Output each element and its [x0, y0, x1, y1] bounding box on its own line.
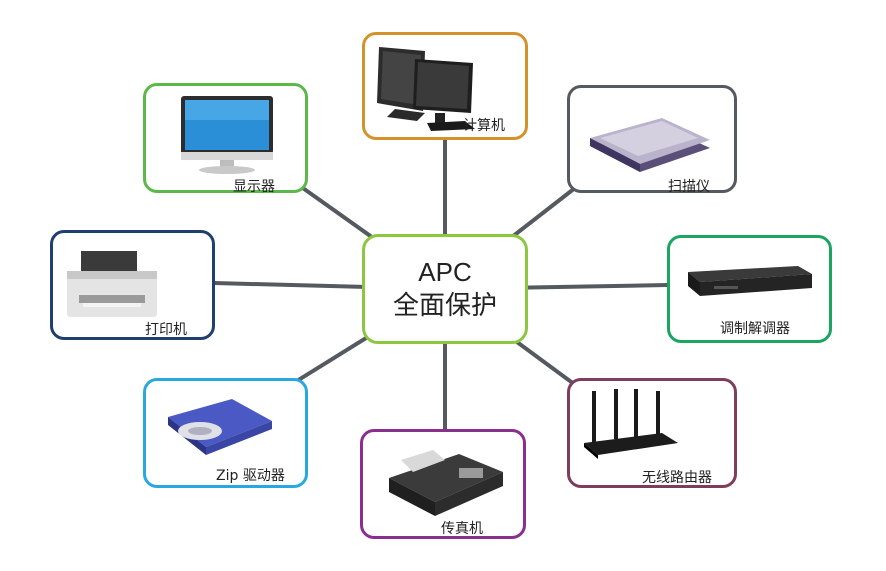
center-node: APC 全面保护	[362, 234, 528, 344]
node-router: 无线路由器	[567, 378, 737, 488]
node-monitor: 显示器	[143, 83, 308, 195]
scanner-icon	[590, 118, 710, 172]
printer-icon	[67, 251, 157, 317]
node-fax: 传真机	[360, 429, 526, 539]
modem-icon	[688, 266, 812, 296]
zip-drive-icon	[168, 399, 272, 455]
printer-label: 打印机	[145, 322, 187, 338]
fax-machine-icon	[389, 450, 503, 516]
node-modem: 调制解调器	[667, 235, 832, 343]
center-title: APC	[418, 257, 472, 287]
router-label: 无线路由器	[642, 470, 712, 486]
node-scanner: 扫描仪	[567, 85, 737, 195]
wireless-router-icon	[584, 389, 678, 459]
monitor-icon	[181, 96, 273, 174]
modem-label: 调制解调器	[720, 321, 790, 337]
computer-label: 计算机	[463, 118, 505, 134]
node-printer: 打印机	[50, 230, 215, 340]
monitor-label: 显示器	[233, 179, 275, 195]
center-subtitle: 全面保护	[392, 291, 497, 321]
node-zip: Zip 驱动器	[143, 378, 308, 488]
computer-icon	[377, 47, 475, 131]
zip-label: Zip 驱动器	[216, 468, 285, 484]
fax-label: 传真机	[441, 521, 483, 537]
scanner-label: 扫描仪	[668, 179, 710, 195]
node-computer: 计算机	[362, 32, 528, 140]
